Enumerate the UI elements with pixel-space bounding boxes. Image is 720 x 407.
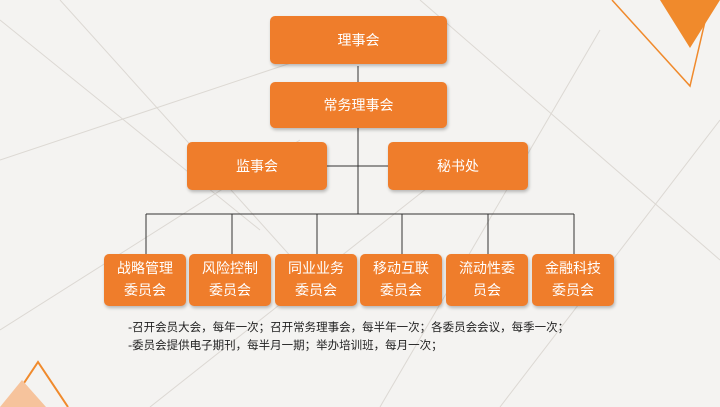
note-line: -委员会提供电子期刊，每半月一期；举办培训班，每月一次； <box>128 338 443 352</box>
committee-label-line2: 委员会 <box>295 283 337 299</box>
committee-label-line2: 委员会 <box>380 283 422 299</box>
committee-box-fintech: 金融科技 委员会 <box>532 254 614 306</box>
council-label: 理事会 <box>337 33 380 49</box>
secretariat-box: 秘书处 <box>388 142 528 190</box>
connector-lines <box>145 66 575 254</box>
committee-box-liquidity: 流动性委 员会 <box>446 254 528 306</box>
secretariat-label: 秘书处 <box>437 159 479 175</box>
committee-box-risk: 风险控制 委员会 <box>189 254 271 306</box>
council-box: 理事会 <box>270 16 447 64</box>
standing-council-label: 常务理事会 <box>323 98 394 114</box>
committee-label-line1: 战略管理 <box>117 261 173 277</box>
committee-box-mobile: 移动互联 委员会 <box>360 254 442 306</box>
committee-label-line1: 金融科技 <box>545 261 601 277</box>
committee-label-line2: 委员会 <box>124 283 166 299</box>
committee-label-line2: 委员会 <box>552 283 594 299</box>
supervisory-board-label: 监事会 <box>236 159 278 175</box>
committee-label-line1: 同业业务 <box>288 261 344 277</box>
supervisory-board-box: 监事会 <box>187 142 327 190</box>
corner-triangle-top-right <box>611 0 720 88</box>
corner-triangle-bottom-left <box>0 360 69 407</box>
committee-label-line1: 流动性委 <box>459 261 515 277</box>
committee-label-line2: 委员会 <box>209 283 251 299</box>
note-line: -召开会员大会，每年一次；召开常务理事会，每半年一次；各委员会会议，每季一次； <box>128 320 570 334</box>
committee-box-interbank: 同业业务 委员会 <box>275 254 357 306</box>
committee-label-line2: 员会 <box>473 283 501 299</box>
notes-block: -召开会员大会，每年一次；召开常务理事会，每半年一次；各委员会会议，每季一次； … <box>128 318 569 354</box>
committee-box-strategy: 战略管理 委员会 <box>104 254 186 306</box>
standing-council-box: 常务理事会 <box>270 82 447 128</box>
committee-label-line1: 移动互联 <box>373 261 429 277</box>
committee-label-line1: 风险控制 <box>202 261 258 277</box>
